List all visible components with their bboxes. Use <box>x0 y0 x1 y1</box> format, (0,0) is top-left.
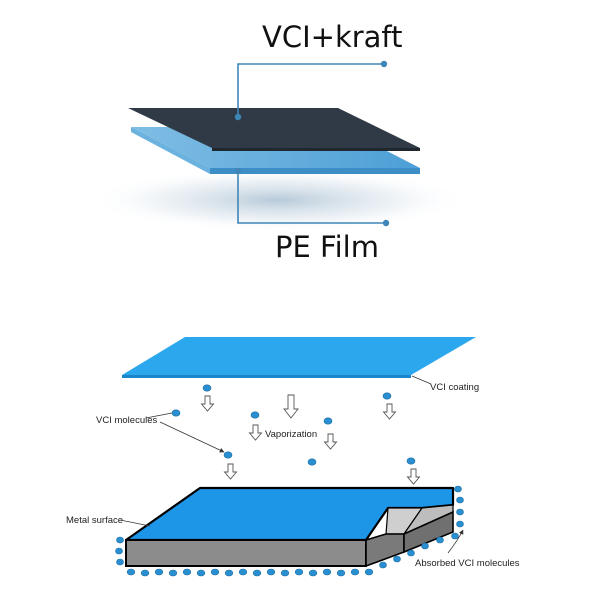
molecule <box>210 568 220 576</box>
molecule <box>224 569 234 577</box>
absorbed-pointer <box>447 529 464 554</box>
molecule <box>451 532 459 540</box>
molecule <box>168 569 178 577</box>
molecule <box>406 457 416 465</box>
molecule <box>252 569 262 577</box>
coating-pointer <box>411 375 432 385</box>
stack-shadow <box>88 168 468 232</box>
pe-leader-line <box>234 167 390 227</box>
down-arrow-icon <box>223 463 238 480</box>
molecule <box>456 520 464 528</box>
vci-coating-edge <box>122 375 411 378</box>
metal-surface-label: Metal surface <box>66 515 123 526</box>
molecule <box>182 568 192 576</box>
layer-stack-diagram: VCI+kraft PE Film <box>88 20 468 264</box>
molecule <box>154 568 164 576</box>
vci-kraft-edge <box>212 148 420 151</box>
molecule <box>126 568 136 576</box>
floating-molecules <box>171 384 416 466</box>
vci-coating-label: VCI coating <box>430 382 479 393</box>
molecule <box>407 549 415 557</box>
molecule <box>436 536 444 544</box>
molecule <box>250 411 260 419</box>
molecule <box>115 547 123 555</box>
molecule <box>421 542 429 550</box>
molecule <box>280 569 290 577</box>
molecule <box>350 568 360 576</box>
molecule <box>223 451 233 459</box>
pe-film-label: PE Film <box>275 230 379 264</box>
molecule <box>393 555 401 563</box>
molecule <box>202 384 212 392</box>
absorbed-molecules-label: Absorbed VCI molecules <box>415 558 520 569</box>
molecule <box>294 568 304 576</box>
molecule <box>456 496 464 504</box>
down-arrow-icon <box>200 395 215 412</box>
molecule <box>307 458 317 466</box>
metal-front-face <box>125 539 367 567</box>
molecule <box>323 417 333 425</box>
molecule <box>196 569 206 577</box>
molecule <box>116 558 124 566</box>
pe-film-left-edge <box>131 127 210 174</box>
down-arrow-icon <box>248 424 263 441</box>
vci-coating-sheet <box>122 337 476 375</box>
molecules-pointer <box>145 412 173 419</box>
absorbed-molecules <box>115 485 464 577</box>
molecules-pointer <box>159 421 225 453</box>
molecule <box>336 569 346 577</box>
vaporization-arrows <box>200 394 421 485</box>
molecule <box>140 569 150 577</box>
molecule <box>322 568 332 576</box>
molecule <box>171 409 181 417</box>
molecule <box>238 568 248 576</box>
vci-process-diagram: VCI coating Vaporization VCI molecules <box>66 337 520 577</box>
metal-block <box>124 486 455 568</box>
down-arrow-icon <box>323 433 338 450</box>
molecule <box>454 485 462 493</box>
molecule <box>308 569 318 577</box>
molecule <box>379 561 387 569</box>
vci-kraft-label: VCI+kraft <box>262 20 403 54</box>
pe-film-edge <box>210 168 420 174</box>
down-arrow-icon <box>382 403 397 420</box>
molecule <box>266 568 276 576</box>
vci-kraft-layer <box>128 108 420 148</box>
molecule <box>382 392 392 400</box>
vaporization-label: Vaporization <box>265 429 317 440</box>
metal-pointer <box>119 519 151 527</box>
molecule <box>116 536 124 544</box>
molecule <box>456 508 464 516</box>
kraft-leader-line <box>234 60 388 121</box>
vci-molecules-label: VCI molecules <box>96 415 157 426</box>
molecule <box>364 568 374 576</box>
down-arrow-icon <box>283 394 299 419</box>
metal-right-face-back <box>403 510 454 554</box>
down-arrow-icon <box>406 468 421 485</box>
